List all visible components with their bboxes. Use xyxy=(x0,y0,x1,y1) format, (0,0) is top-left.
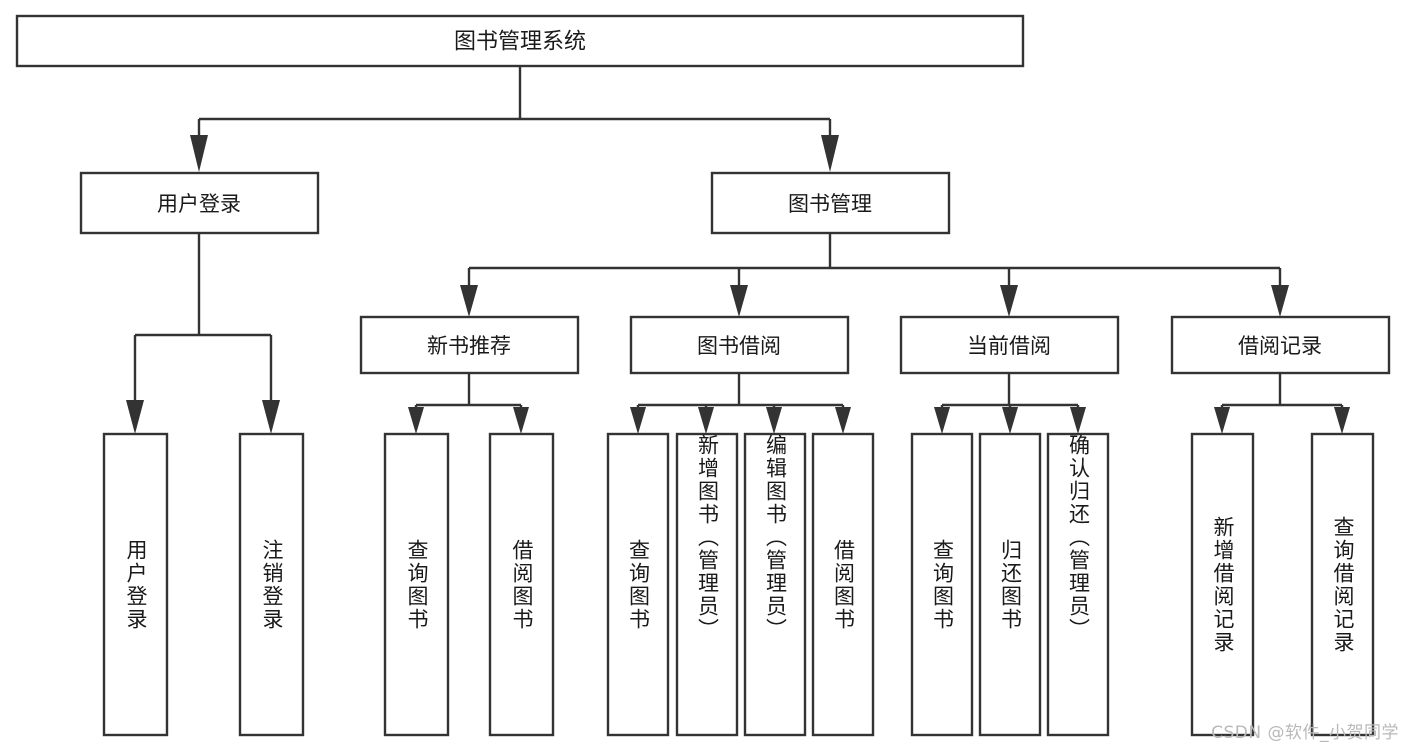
current-borrow-box[interactable] xyxy=(899,315,1120,375)
arrowhead-new-book-rec xyxy=(460,285,478,317)
csdn-watermark: CSDN @软件_小贺同学 xyxy=(1211,723,1399,743)
arrowhead-borrow-edit xyxy=(766,407,782,434)
leaf-box-record-add[interactable] xyxy=(1190,432,1255,737)
node-current-borrow[interactable]: 当前借阅 xyxy=(899,315,1120,375)
arrowhead-record-add xyxy=(1214,407,1230,434)
node-book-manage[interactable]: 图书管理 xyxy=(710,171,951,235)
new-book-recommend-box[interactable] xyxy=(359,315,580,375)
node-user-login[interactable]: 用户登录 xyxy=(79,171,320,235)
arrowhead-user-login xyxy=(190,135,208,172)
borrow-record-label: 借阅记录 xyxy=(1238,334,1322,358)
leaf-box-current-return-book[interactable] xyxy=(978,432,1042,737)
leaf-boxes xyxy=(102,432,1375,737)
connector-group-book-manage xyxy=(460,233,1289,317)
arrowhead-rec-borrow xyxy=(513,407,529,434)
arrowhead-book-borrow xyxy=(730,285,748,317)
leaf-box-logout[interactable] xyxy=(238,432,305,737)
book-manage-box[interactable] xyxy=(710,171,951,235)
connector-group-root xyxy=(190,66,839,172)
leaf-box-current-query-book[interactable] xyxy=(910,432,974,737)
leaf-box-borrow-add-book[interactable] xyxy=(675,432,739,737)
connector-group-book-borrow xyxy=(630,373,851,434)
connector-group-borrow-record xyxy=(1214,373,1350,434)
book-borrow-box[interactable] xyxy=(629,315,850,375)
arrowhead-borrow-query xyxy=(630,407,646,434)
arrowhead-leaf-user-login xyxy=(126,400,144,434)
book-manage-label: 图书管理 xyxy=(788,192,872,216)
user-login-label: 用户登录 xyxy=(157,192,241,216)
leaf-box-current-confirm-return[interactable] xyxy=(1046,432,1110,737)
borrow-record-box[interactable] xyxy=(1170,315,1391,375)
root-label: 图书管理系统 xyxy=(454,30,586,55)
connector-group-new-book-rec xyxy=(408,373,529,434)
connector-group-user-login xyxy=(126,233,280,434)
node-root[interactable]: 图书管理系统 xyxy=(15,14,1025,68)
connector-group-current-borrow xyxy=(934,373,1086,434)
arrowhead-current-return xyxy=(1002,407,1018,434)
leaf-box-rec-query-book[interactable] xyxy=(383,432,450,737)
user-login-box[interactable] xyxy=(79,171,320,235)
arrowhead-leaf-logout xyxy=(262,400,280,434)
arrowhead-borrow-add xyxy=(698,407,714,434)
leaf-box-user-login[interactable] xyxy=(102,432,169,737)
leaf-box-rec-borrow-book[interactable] xyxy=(488,432,555,737)
node-borrow-record[interactable]: 借阅记录 xyxy=(1170,315,1391,375)
leaf-box-borrow-edit-book[interactable] xyxy=(743,432,807,737)
arrowhead-book-manage xyxy=(821,135,839,172)
new-book-recommend-label: 新书推荐 xyxy=(427,334,511,358)
book-borrow-label: 图书借阅 xyxy=(697,334,781,358)
node-new-book-recommend[interactable]: 新书推荐 xyxy=(359,315,580,375)
leaf-box-borrow-lend-book[interactable] xyxy=(811,432,875,737)
arrowhead-current-query xyxy=(934,407,950,434)
arrowhead-record-query xyxy=(1334,407,1350,434)
arrowhead-current-borrow xyxy=(1000,285,1018,317)
arrowhead-current-confirm xyxy=(1070,407,1086,434)
leaf-box-record-query[interactable] xyxy=(1310,432,1375,737)
root-box[interactable] xyxy=(15,14,1025,68)
current-borrow-label: 当前借阅 xyxy=(967,334,1051,358)
node-book-borrow[interactable]: 图书借阅 xyxy=(629,315,850,375)
arrowhead-borrow-record xyxy=(1271,285,1289,317)
arrowhead-rec-query xyxy=(408,407,424,434)
leaf-box-borrow-query-book[interactable] xyxy=(606,432,670,737)
arrowhead-borrow-lend xyxy=(835,407,851,434)
